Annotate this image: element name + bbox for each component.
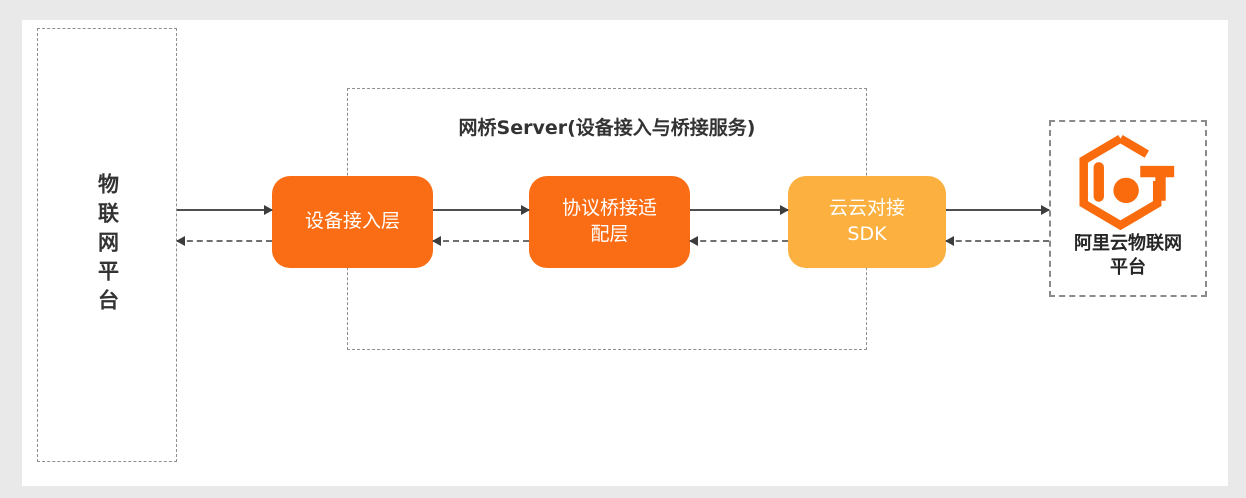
arrowhead-right-icon [780,205,789,215]
arrow-sdk-to-protocol-bridge-return [689,236,788,246]
aliyun-iot-platform-label: 阿里云物联网 平台 [1074,233,1182,279]
arrowhead-right-icon [264,205,273,215]
arrow-sdk-to-aliyun-platform [946,205,1050,215]
arrowhead-left-icon [432,236,441,246]
arrow-protocol-bridge-to-sdk [690,205,789,215]
arrow-protocol-bridge-to-device-access-return [432,236,529,246]
node-device-access-layer: 设备接入层 [272,176,433,268]
iot-platform-label: 物联网平台 [95,172,120,318]
arrowhead-left-icon [176,236,185,246]
node-cloud-cloud-sdk: 云云对接 SDK [788,176,946,268]
diagram-panel: 物联网平台 网桥Server(设备接入与桥接服务) 设备接入层 协议桥接适 配层… [22,20,1228,486]
bridge-server-title: 网桥Server(设备接入与桥接服务) [458,117,756,139]
arrow-device-access-to-iot-platform-return [176,236,272,246]
arrow-aliyun-platform-to-sdk-return [945,236,1049,246]
arrow-device-access-to-protocol-bridge [433,205,530,215]
arrowhead-left-icon [945,236,954,246]
arrowhead-left-icon [689,236,698,246]
aliyun-iot-platform-box: 阿里云物联网 平台 [1049,120,1207,297]
arrow-iot-platform-to-device-access [177,205,273,215]
arrowhead-right-icon [521,205,530,215]
aliyun-iot-logo-icon [1079,134,1175,230]
node-protocol-bridge-adapter-layer: 协议桥接适 配层 [529,176,690,268]
arrowhead-right-icon [1041,205,1050,215]
iot-platform-box: 物联网平台 [37,28,177,462]
